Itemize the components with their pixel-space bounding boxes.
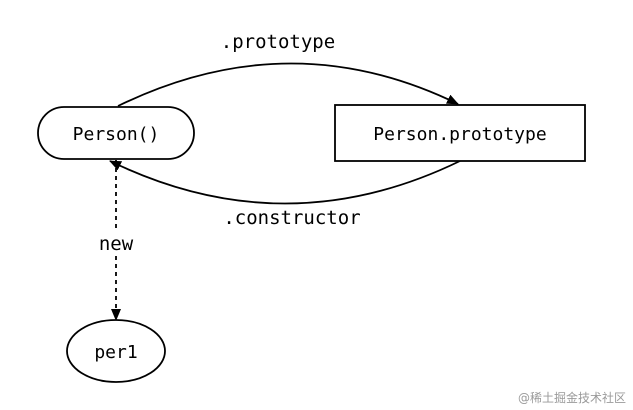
person-prototype-label: Person.prototype (373, 124, 546, 145)
watermark-text: @稀土掘金技术社区 (518, 390, 626, 405)
new-edge-label: new (99, 233, 134, 255)
prototype-arrow (117, 62, 459, 107)
constructor-arrow (109, 160, 461, 205)
new-label-background (94, 230, 138, 256)
per1-node: per1 (66, 319, 166, 383)
person-constructor-node: Person() (37, 106, 195, 160)
person-constructor-label: Person() (73, 124, 160, 145)
prototype-edge-label: .prototype (221, 31, 335, 53)
per1-label: per1 (94, 342, 137, 363)
constructor-edge-label: .constructor (223, 207, 360, 229)
person-prototype-node: Person.prototype (334, 104, 586, 162)
